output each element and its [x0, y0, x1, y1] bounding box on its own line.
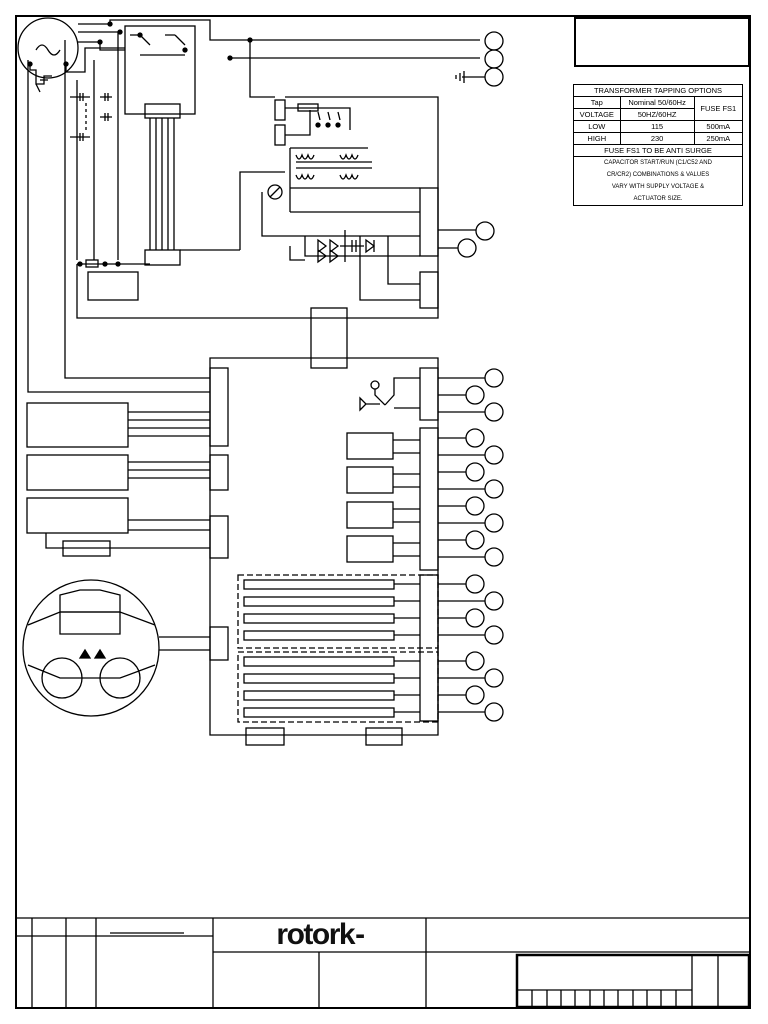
- capacitor-note-line: CAPACITOR START/RUN (C1/C52 AND: [573, 156, 743, 169]
- motor-symbol: [17, 17, 79, 93]
- row-tap: LOW: [573, 120, 621, 133]
- local-controls: [22, 579, 210, 717]
- control-board: [209, 357, 439, 746]
- capacitor-note-line: CR/CR2) COMBINATIONS & VALUES: [573, 169, 743, 181]
- transformer-tapping-table: TRANSFORMER TAPPING OPTIONS Tap Nominal …: [573, 84, 744, 206]
- supply-terminals: [455, 31, 504, 87]
- row-voltage: 115: [619, 120, 695, 133]
- thermostat-symbol: [359, 367, 439, 421]
- row-tap: HIGH: [573, 132, 621, 145]
- transformer-block: [261, 99, 420, 237]
- interface-connector: [310, 307, 348, 369]
- option-modules: [26, 402, 210, 557]
- row-fuse: 250mA: [693, 132, 744, 145]
- supply-lines: [65, 19, 480, 98]
- indication-contacts: [237, 574, 439, 723]
- dc-terminals: [438, 221, 495, 258]
- fuse-note: FUSE FS1 TO BE ANTI SURGE: [573, 144, 743, 157]
- rotork-logo: rotork-: [214, 918, 426, 952]
- logo-suffix: -: [355, 918, 365, 951]
- row-voltage-value: 50HZ/60HZ: [619, 108, 695, 121]
- title-block: [16, 917, 751, 1009]
- rectifier-bridge: [289, 187, 439, 309]
- contactor-block: [124, 25, 196, 266]
- logo-text: rotork: [276, 918, 355, 951]
- col-nominal: Nominal 50/60Hz: [619, 96, 695, 109]
- control-terminals: [438, 368, 504, 722]
- relay-modules: [346, 427, 439, 571]
- row-voltage-label: VOLTAGE: [573, 108, 621, 121]
- capacitor-note-line: VARY WITH SUPPLY VOLTAGE &: [573, 181, 743, 193]
- capacitors: [70, 32, 119, 260]
- row-voltage: 230: [619, 132, 695, 145]
- table-title: TRANSFORMER TAPPING OPTIONS: [573, 84, 743, 97]
- drawing-border: [15, 15, 751, 1009]
- title-box: [574, 17, 750, 67]
- fuse-row: [27, 40, 439, 393]
- row-fuse: 500mA: [693, 120, 744, 133]
- capacitor-note-line: ACTUATOR SIZE.: [573, 193, 743, 206]
- col-fuse: FUSE FS1: [693, 96, 744, 121]
- col-tap: Tap: [573, 96, 621, 109]
